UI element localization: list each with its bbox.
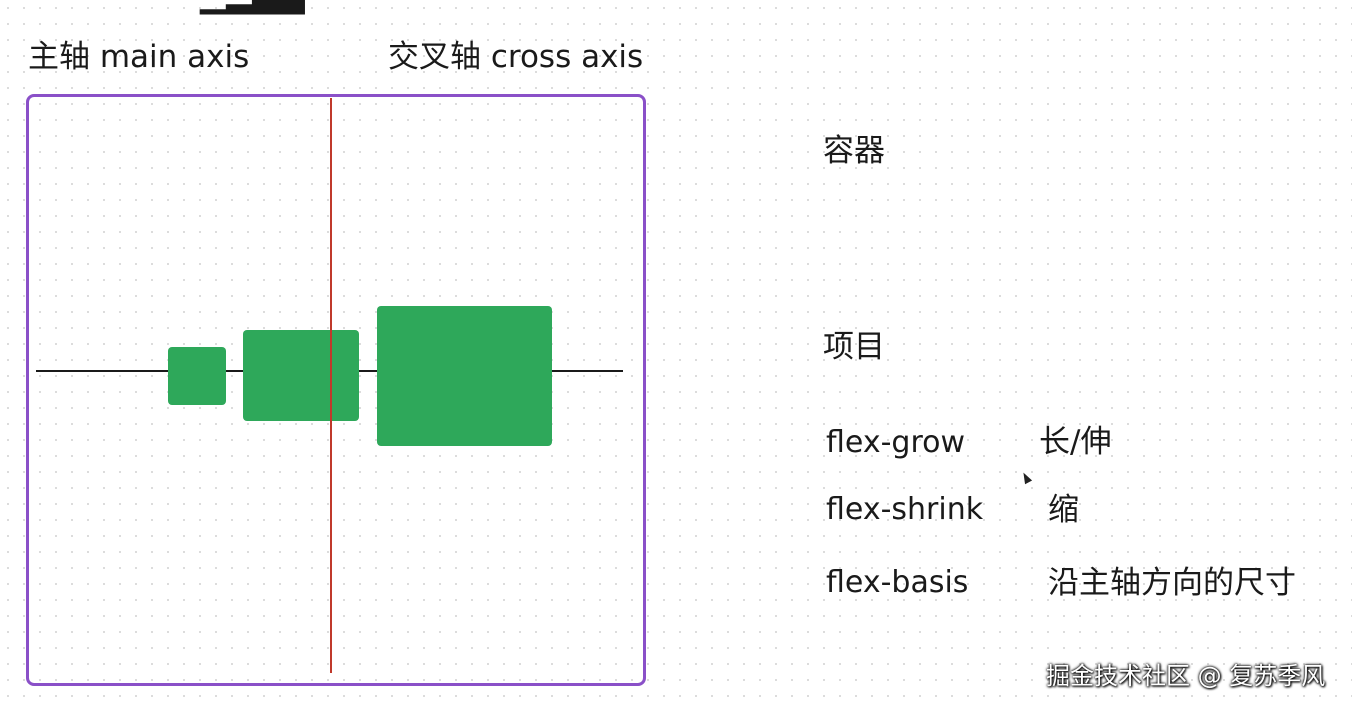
- watermark: 掘金技术社区 @ 复苏季风: [1046, 662, 1326, 690]
- flex-item-large: [377, 306, 552, 446]
- cross-axis-label: 交叉轴 cross axis: [388, 39, 644, 75]
- flex-item-medium: [243, 330, 359, 421]
- flex-basis-desc: 沿主轴方向的尺寸: [1048, 565, 1296, 601]
- flex-shrink-desc: 缩: [1048, 492, 1079, 528]
- flex-container-box: [26, 94, 646, 686]
- flex-grow-desc: 长/伸: [1039, 424, 1112, 460]
- container-label: 容器: [823, 133, 885, 169]
- main-axis-label: 主轴 main axis: [28, 39, 250, 75]
- item-label: 项目: [823, 329, 885, 365]
- flex-item-small: [168, 347, 226, 405]
- cropped-title-fragment: ▁▂▃▄: [200, 0, 305, 12]
- mouse-cursor-icon: [1019, 470, 1033, 485]
- flex-basis-name: flex-basis: [826, 565, 969, 600]
- flex-grow-name: flex-grow: [826, 425, 966, 460]
- flex-shrink-name: flex-shrink: [826, 492, 984, 527]
- cross-axis-line: [330, 98, 332, 673]
